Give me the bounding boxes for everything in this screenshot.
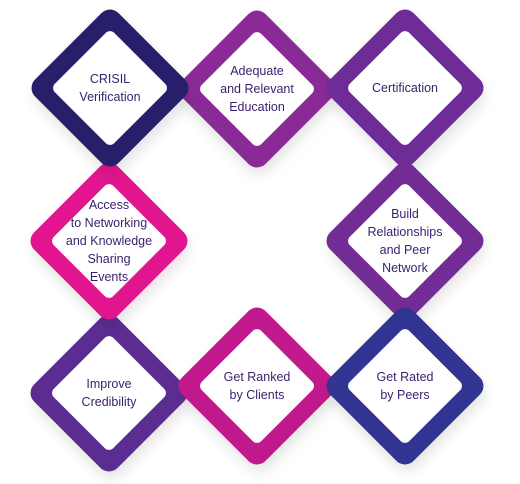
tile-label: Adequate and Relevant Education (220, 64, 294, 114)
tile-label: CRISIL Verification (79, 72, 141, 104)
tile-label: Access to Networking and Knowledge Shari… (65, 198, 153, 284)
tile-label: Build Relationships and Peer Network (367, 207, 443, 275)
tile-label: Get Rated by Peers (376, 370, 434, 402)
tile-label: Get Ranked by Clients (223, 370, 291, 402)
tile-label: Improve Credibility (81, 377, 137, 409)
tile-label: Certification (372, 81, 438, 95)
